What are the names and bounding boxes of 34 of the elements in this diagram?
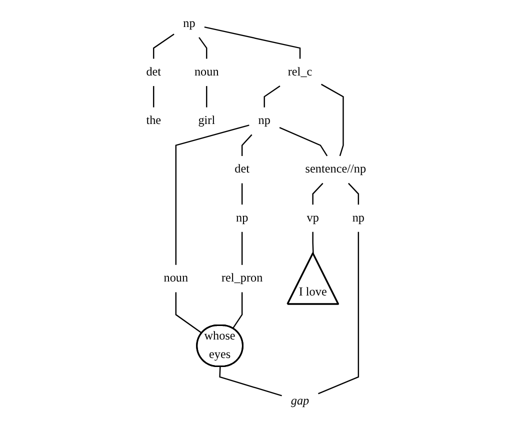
connector (312, 182, 324, 205)
connector (318, 232, 360, 394)
connector (220, 366, 282, 396)
node-text: det (146, 66, 162, 78)
connector (232, 292, 244, 329)
node-text: rel_c (288, 66, 313, 78)
node-text: np (258, 114, 271, 128)
connector (153, 86, 155, 108)
node-text: np (184, 16, 196, 30)
connector (321, 84, 344, 156)
connector (176, 124, 250, 265)
connector (204, 26, 301, 59)
node-text: det (235, 162, 250, 176)
connector (312, 232, 314, 254)
node-text: np (352, 211, 365, 224)
node-text: sentence//np (306, 162, 366, 176)
connector (280, 127, 328, 156)
connector (242, 134, 253, 156)
connector (348, 182, 360, 205)
connector (264, 86, 281, 108)
node-text: gap (291, 394, 310, 408)
node-text: noun (194, 66, 220, 78)
connector (206, 86, 208, 108)
node-text: girl (198, 114, 216, 128)
connector (176, 292, 203, 334)
node-text: vp (307, 211, 320, 224)
connector (242, 232, 244, 265)
node-text: noun (164, 272, 188, 285)
connector (242, 183, 244, 205)
node-text: rel_pron (222, 272, 264, 285)
connector (198, 37, 208, 59)
node-text: the (146, 114, 162, 128)
node-text: np (236, 211, 249, 224)
connector (153, 34, 175, 59)
